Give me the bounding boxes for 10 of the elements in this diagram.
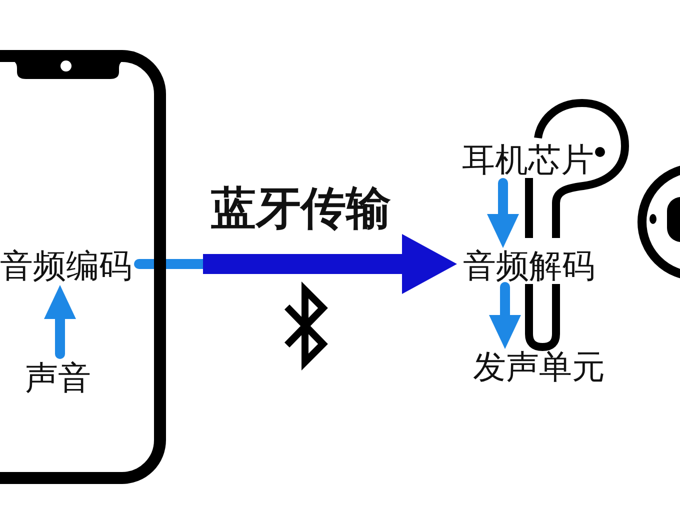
arrow [44, 285, 76, 359]
edge-label: 蓝牙传输 [211, 186, 391, 230]
step-label: 声音 [25, 361, 91, 394]
arrow [134, 234, 457, 294]
arrow [487, 178, 519, 248]
step-label: 音频解码 [463, 249, 595, 282]
step-label: 音频编码 [0, 249, 132, 282]
arrow [489, 282, 521, 349]
step-label: 耳机芯片 [462, 143, 594, 176]
step-label: 发声单元 [473, 350, 605, 383]
